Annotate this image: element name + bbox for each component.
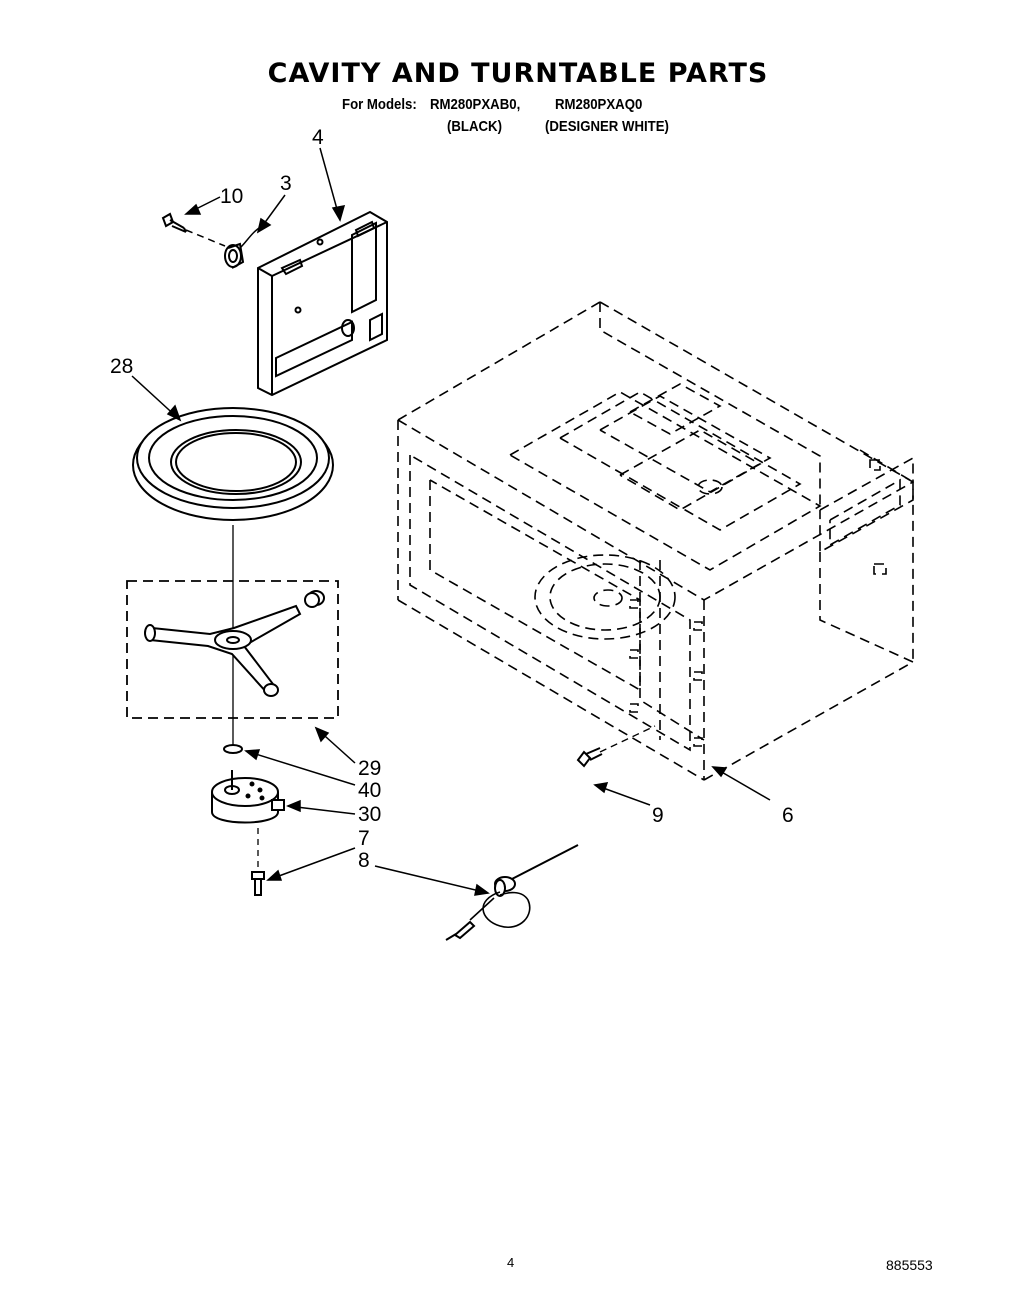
page-number: 4: [507, 1255, 515, 1270]
part-4-bracket: [257, 210, 388, 397]
model-color-white: (DESIGNER WHITE): [545, 118, 669, 135]
callout-9: 9: [652, 804, 664, 827]
part-6-cavity: [397, 301, 914, 781]
part-28-ring: [132, 407, 334, 521]
callout-30: 30: [358, 803, 381, 826]
model-number-black: RM280PXAB0,: [430, 96, 521, 113]
callout-29: 29: [358, 757, 381, 780]
document-number: 885553: [886, 1257, 933, 1273]
page-title: CAVITY AND TURNTABLE PARTS: [267, 58, 769, 89]
part-7-screw: [251, 871, 265, 896]
roller-support: [144, 590, 325, 697]
callout-40: 40: [358, 779, 381, 802]
leader-lines: [131, 147, 771, 896]
part-3-switch: [224, 225, 263, 269]
model-number-white: RM280PXAQ0: [555, 96, 643, 113]
callout-4: 4: [312, 126, 324, 149]
part-10-axis: [185, 229, 226, 247]
part-30-coupler: [211, 770, 285, 824]
part-9-axis: [599, 725, 656, 753]
model-color-black: (BLACK): [447, 118, 502, 135]
part-9-screw: [576, 747, 603, 768]
models-label: For Models:: [342, 96, 417, 113]
part-40-washer: [223, 744, 243, 754]
callout-28: 28: [110, 355, 133, 378]
callout-6: 6: [782, 804, 794, 827]
part-10-screw: [161, 212, 187, 233]
callout-7: 7: [358, 827, 370, 850]
callout-10: 10: [220, 185, 243, 208]
callout-8: 8: [358, 849, 370, 872]
part-8-probe: [445, 844, 579, 941]
callout-3: 3: [280, 172, 292, 195]
